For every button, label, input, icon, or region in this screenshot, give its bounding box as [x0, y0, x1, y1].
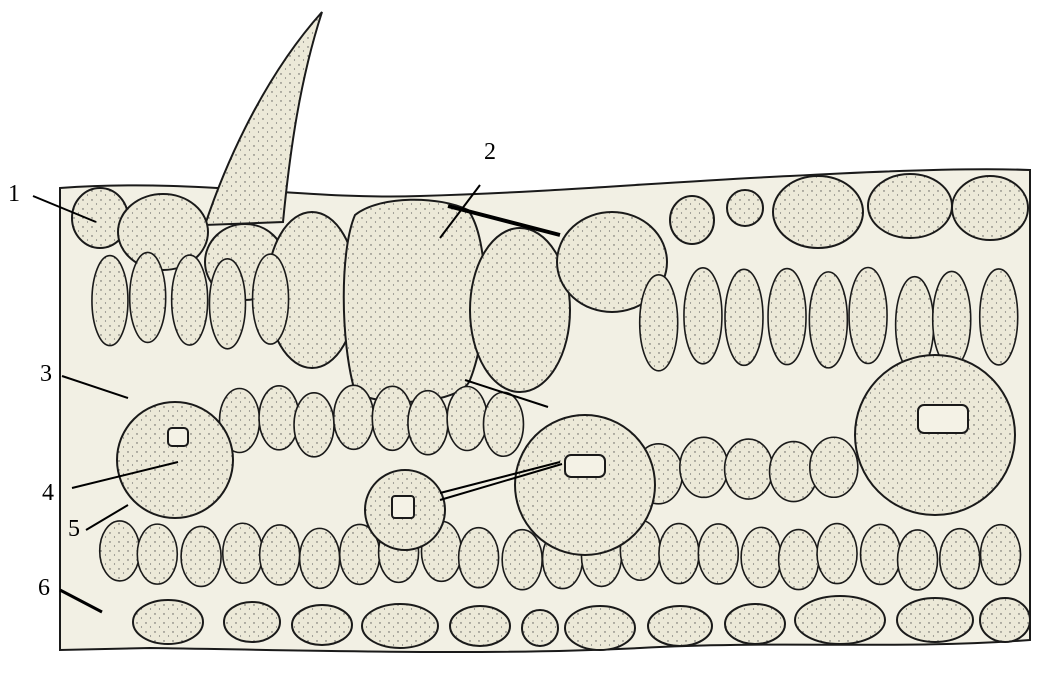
mesophyll-cell — [209, 259, 245, 349]
mesophyll-cell — [483, 392, 523, 456]
mesophyll-cell — [725, 269, 763, 365]
mesophyll-cell — [502, 530, 542, 590]
mesophyll-cell — [898, 530, 938, 590]
mesophyll-cell — [172, 255, 208, 345]
mesophyll-cell — [253, 254, 289, 344]
mesophyll-cell — [181, 526, 221, 586]
mesophyll-cell — [130, 252, 166, 342]
mesophyll-cell — [459, 528, 499, 588]
mesophyll-cell — [100, 521, 140, 581]
mesophyll-cell — [300, 528, 340, 588]
mesophyll-cell — [684, 268, 722, 364]
mesophyll-cell — [137, 524, 177, 584]
mesophyll-cell — [259, 386, 299, 450]
label-2: 2 — [484, 140, 496, 164]
mesophyll-cell — [372, 386, 412, 450]
mesophyll-cell — [223, 523, 263, 583]
mesophyll-cell — [779, 530, 819, 590]
mesophyll-cell — [861, 524, 901, 584]
label-5: 5 — [68, 517, 80, 541]
mesophyll-cell — [408, 391, 448, 455]
mesophyll-cell — [980, 269, 1018, 365]
mesophyll-cell — [294, 393, 334, 457]
mesophyll-cell — [698, 524, 738, 584]
mesophyll-cell — [260, 525, 300, 585]
mesophyll-cell — [680, 437, 728, 497]
mesophyll-cell — [334, 385, 374, 449]
mesophyll-cell — [447, 387, 487, 451]
mesophyll-cell — [659, 524, 699, 584]
mesophyll-cell — [809, 272, 847, 368]
label-1: 1 — [8, 182, 20, 206]
mesophyll-cell — [92, 256, 128, 346]
mesophyll-cell — [725, 439, 773, 499]
mesophyll-cell — [849, 268, 887, 364]
mesophyll-cell — [933, 271, 971, 367]
mesophyll-cell — [817, 524, 857, 584]
mesophyll-cell — [940, 529, 980, 589]
mesophyll-cell — [768, 269, 806, 365]
label-6: 6 — [38, 576, 50, 600]
label-3: 3 — [40, 362, 52, 386]
mesophyll-cell — [810, 437, 858, 497]
mesophyll-cell — [741, 527, 781, 587]
mesophyll-cell — [981, 525, 1021, 585]
label-4: 4 — [42, 481, 54, 505]
mesophyll-cell — [640, 275, 678, 371]
